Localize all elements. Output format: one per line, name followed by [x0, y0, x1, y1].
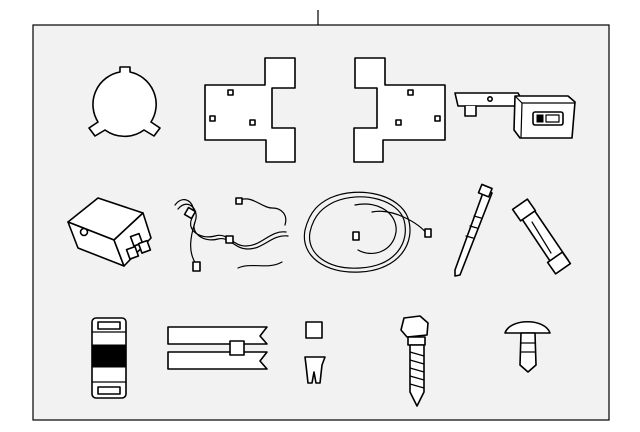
- round-cover-part: [88, 66, 161, 138]
- left-mounting-plate-part: [204, 57, 296, 163]
- bolt-part: [400, 315, 429, 407]
- cable-tie-part: [454, 183, 493, 277]
- retainer-part: [504, 321, 551, 373]
- wire-loop-part: [303, 191, 432, 273]
- tape-strip-part: [167, 326, 268, 370]
- right-mounting-plate-part: [353, 57, 446, 163]
- switch-bracket-part: [454, 92, 576, 139]
- wiring-harness-part: [174, 197, 289, 272]
- push-pin-part: [304, 321, 326, 384]
- relay-part: [67, 197, 152, 267]
- fuse-part: [511, 198, 572, 275]
- clip-part: [91, 317, 127, 399]
